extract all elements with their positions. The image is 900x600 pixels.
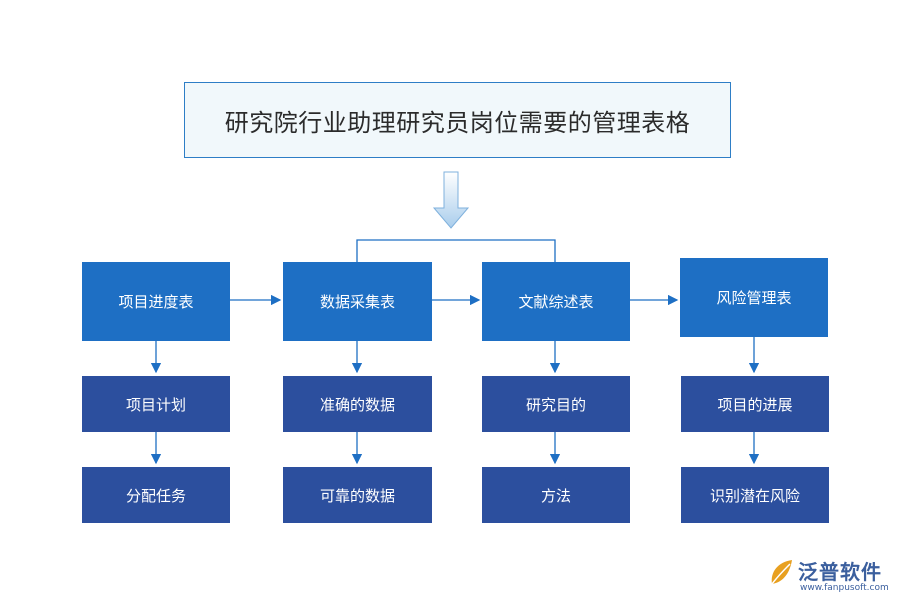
diagram-title: 研究院行业助理研究员岗位需要的管理表格: [184, 82, 731, 158]
item-box-accurate-data: 准确的数据: [283, 376, 432, 432]
item-box-project-progress: 项目的进展: [681, 376, 829, 432]
item-box-research-purpose: 研究目的: [482, 376, 630, 432]
down-arrow-icon: [432, 171, 470, 229]
item-box-method: 方法: [482, 467, 630, 523]
fanpu-logo: 泛普软件 www.fanpusoft.com: [768, 556, 896, 596]
item-box-identify-risks: 识别潜在风险: [681, 467, 829, 523]
header-box-data-collection: 数据采集表: [283, 262, 432, 341]
bracket-connector: [356, 239, 556, 262]
header-box-risk-management: 风险管理表: [680, 258, 828, 337]
logo-name: 泛普软件: [798, 560, 882, 584]
header-box-project-schedule: 项目进度表: [82, 262, 230, 341]
logo-url: www.fanpusoft.com: [800, 583, 889, 593]
item-box-assign-tasks: 分配任务: [82, 467, 230, 523]
leaf-logo-icon: [771, 560, 792, 585]
header-box-literature-review: 文献综述表: [482, 262, 630, 341]
item-box-project-plan: 项目计划: [82, 376, 230, 432]
item-box-reliable-data: 可靠的数据: [283, 467, 432, 523]
